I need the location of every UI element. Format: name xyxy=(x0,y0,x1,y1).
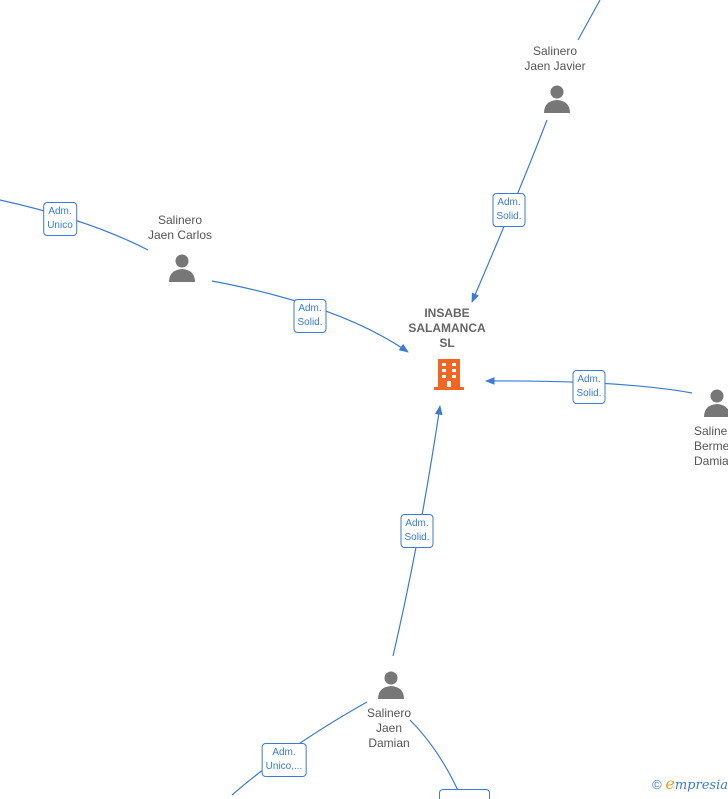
person-label-line: Damian xyxy=(368,736,410,750)
edge-label-line: Adm. xyxy=(298,303,322,314)
edge-label-line: Adm. xyxy=(272,747,296,758)
person-label-line: Damia xyxy=(694,454,728,468)
company-name[interactable]: INSABE SALAMANCA SL xyxy=(408,306,485,351)
person-label-line: Jaen xyxy=(375,721,403,735)
person-label-bermejo[interactable]: Salinero Berme Damia xyxy=(694,424,728,469)
edge-label-line: Solid. xyxy=(404,532,430,543)
edge-label-line: Unico xyxy=(47,220,73,231)
brand-logo-initial: e xyxy=(665,774,675,793)
brand-watermark[interactable]: © empresia xyxy=(652,774,728,793)
person-label-javier[interactable]: Salinero Jaen Javier xyxy=(524,44,585,74)
edge-label-line: Solid. xyxy=(576,388,602,399)
edge-label-line: Adm. xyxy=(577,374,601,385)
edge-label-damian[interactable]: Adm. Solid. xyxy=(400,514,434,548)
company-name-line-2: SALAMANCA xyxy=(408,321,486,335)
edge-label-javier[interactable]: Adm. Solid. xyxy=(492,193,526,227)
edge-label-carlos-out[interactable]: Adm. Unico xyxy=(43,202,77,236)
person-label-line: Salinero xyxy=(157,213,203,227)
edge-label-carlos[interactable]: Adm. Solid. xyxy=(293,299,327,333)
edge-label-line: Unico,... xyxy=(265,761,303,772)
edge-label-line: Adm. xyxy=(497,197,521,208)
edge-line-javier-top xyxy=(577,0,601,41)
edge-label-damian-out2[interactable] xyxy=(439,789,490,799)
company-name-line-1: INSABE xyxy=(424,306,470,320)
person-label-carlos[interactable]: Salinero Jaen Carlos xyxy=(148,213,212,243)
edge-label-line: Solid. xyxy=(496,211,522,222)
person-icon[interactable] xyxy=(702,388,728,418)
person-label-line: Salinero xyxy=(366,706,412,720)
edge-label-line: Solid. xyxy=(297,317,323,328)
person-label-damian[interactable]: Salinero Jaen Damian xyxy=(367,706,411,751)
edge-label-line: Adm. xyxy=(48,206,72,217)
edge-line-damian-out2 xyxy=(409,719,461,795)
edge-label-bermejo[interactable]: Adm. Solid. xyxy=(572,370,606,404)
brand-name: mpresia xyxy=(674,778,728,793)
copyright-symbol: © xyxy=(652,777,662,792)
person-icon[interactable] xyxy=(167,253,197,283)
edge-line-carlos-out xyxy=(0,199,149,251)
building-icon[interactable] xyxy=(432,356,466,392)
person-label-line: Salinero xyxy=(694,424,728,438)
edge-label-line: Adm. xyxy=(405,518,429,529)
person-label-line: Salinero xyxy=(532,44,578,58)
company-name-line-3: SL xyxy=(439,336,455,350)
person-label-line: Jaen Javier xyxy=(524,59,586,73)
person-icon[interactable] xyxy=(376,670,406,700)
person-icon[interactable] xyxy=(542,84,572,114)
edge-label-damian-out[interactable]: Adm. Unico,... xyxy=(261,743,307,777)
person-label-line: Berme xyxy=(694,439,728,453)
person-label-line: Jaen Carlos xyxy=(147,228,213,242)
